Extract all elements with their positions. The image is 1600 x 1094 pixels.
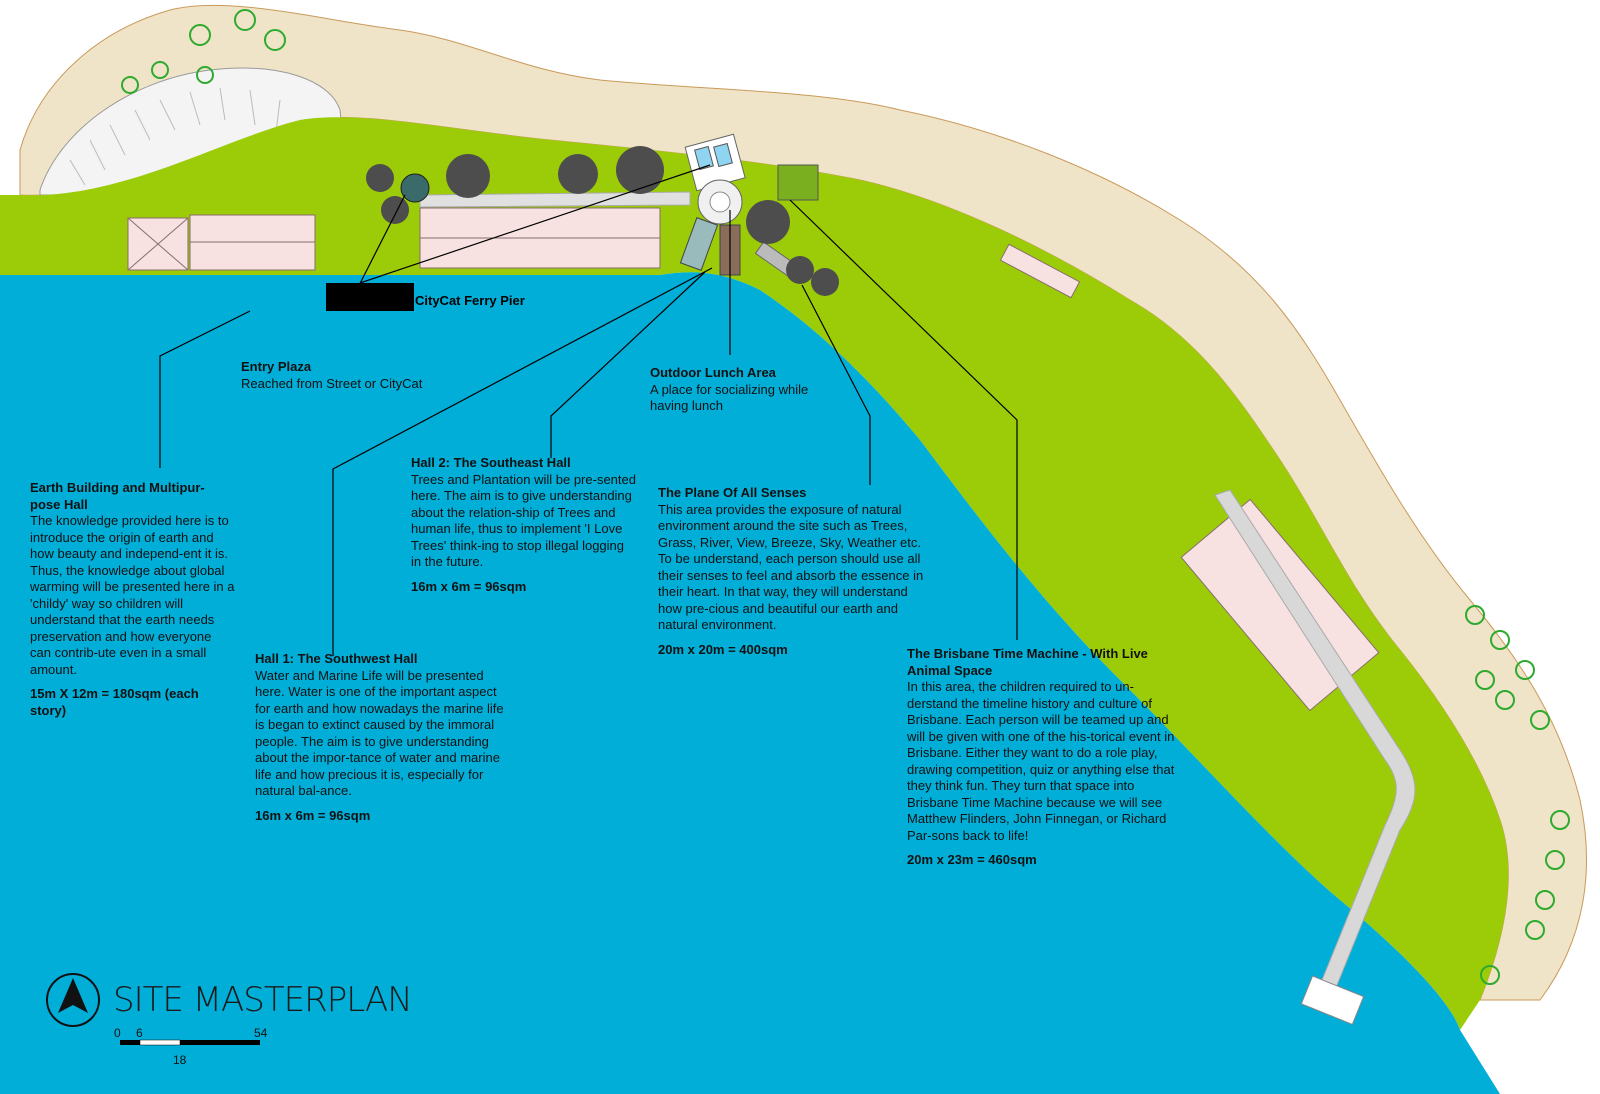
shrubs [121,9,1570,985]
fountain [400,173,430,203]
time-machine-label: The Brisbane Time Machine - With Live An… [907,646,1175,867]
scale-bar [120,1039,260,1046]
grass-area [0,117,1509,1030]
hall-1-label: Hall 1: The Southwest Hall Water and Mar… [255,651,504,823]
page-title: SITE MASTERPLAN [113,980,413,1020]
scale-label-54: 54 [254,1026,268,1040]
water [0,272,1500,1094]
hall-2-label: Hall 2: The Southeast Hall Trees and Pla… [411,455,636,594]
scale-label-0: 0 [114,1026,121,1040]
earth-building-label: Earth Building and Multipur-pose Hall Th… [30,480,235,718]
scale-label-18: 18 [173,1053,187,1067]
citycat-pier [326,283,414,311]
plane-senses-label: The Plane Of All Senses This area provid… [658,485,924,657]
dark-trees [366,146,839,296]
north-arrow-icon [46,973,100,1027]
building-east-slab [999,243,1081,299]
pier-label: CityCat Ferry Pier [415,293,525,308]
entry-plaza-label: Entry Plaza Reached from Street or CityC… [241,359,423,391]
lunch-area-label: Outdoor Lunch Area A place for socializi… [650,365,809,413]
grass-strip-left [0,195,20,215]
main-walkway [419,191,691,208]
scale-label-6: 6 [136,1026,143,1040]
jetty [1214,489,1416,991]
leader-lines [159,164,1018,656]
jetty-head [1300,975,1365,1026]
hub-annex [777,164,819,201]
